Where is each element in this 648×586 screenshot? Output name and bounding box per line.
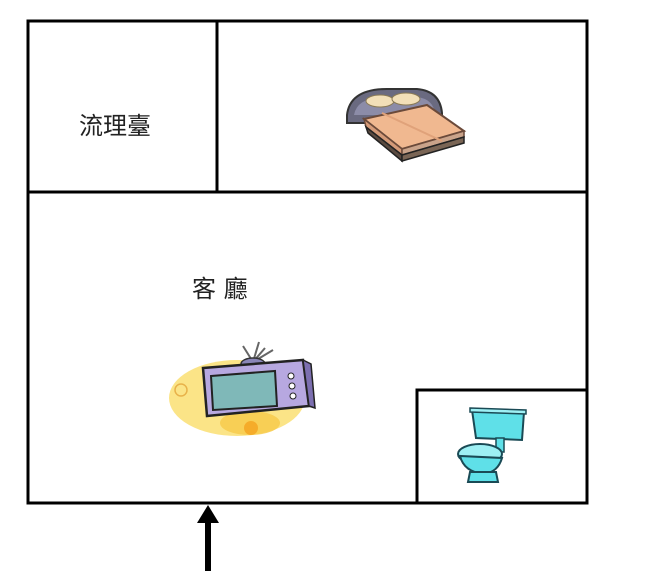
kitchen-label: 流理臺 xyxy=(79,112,151,140)
outer-wall xyxy=(26,19,589,505)
living-room-label: 客 廳 xyxy=(192,275,248,303)
entrance-arrow-icon xyxy=(197,505,219,571)
bathroom-wall xyxy=(415,388,587,503)
bed-icon xyxy=(346,88,467,163)
tv-icon xyxy=(169,341,316,436)
toilet-icon xyxy=(457,407,527,483)
